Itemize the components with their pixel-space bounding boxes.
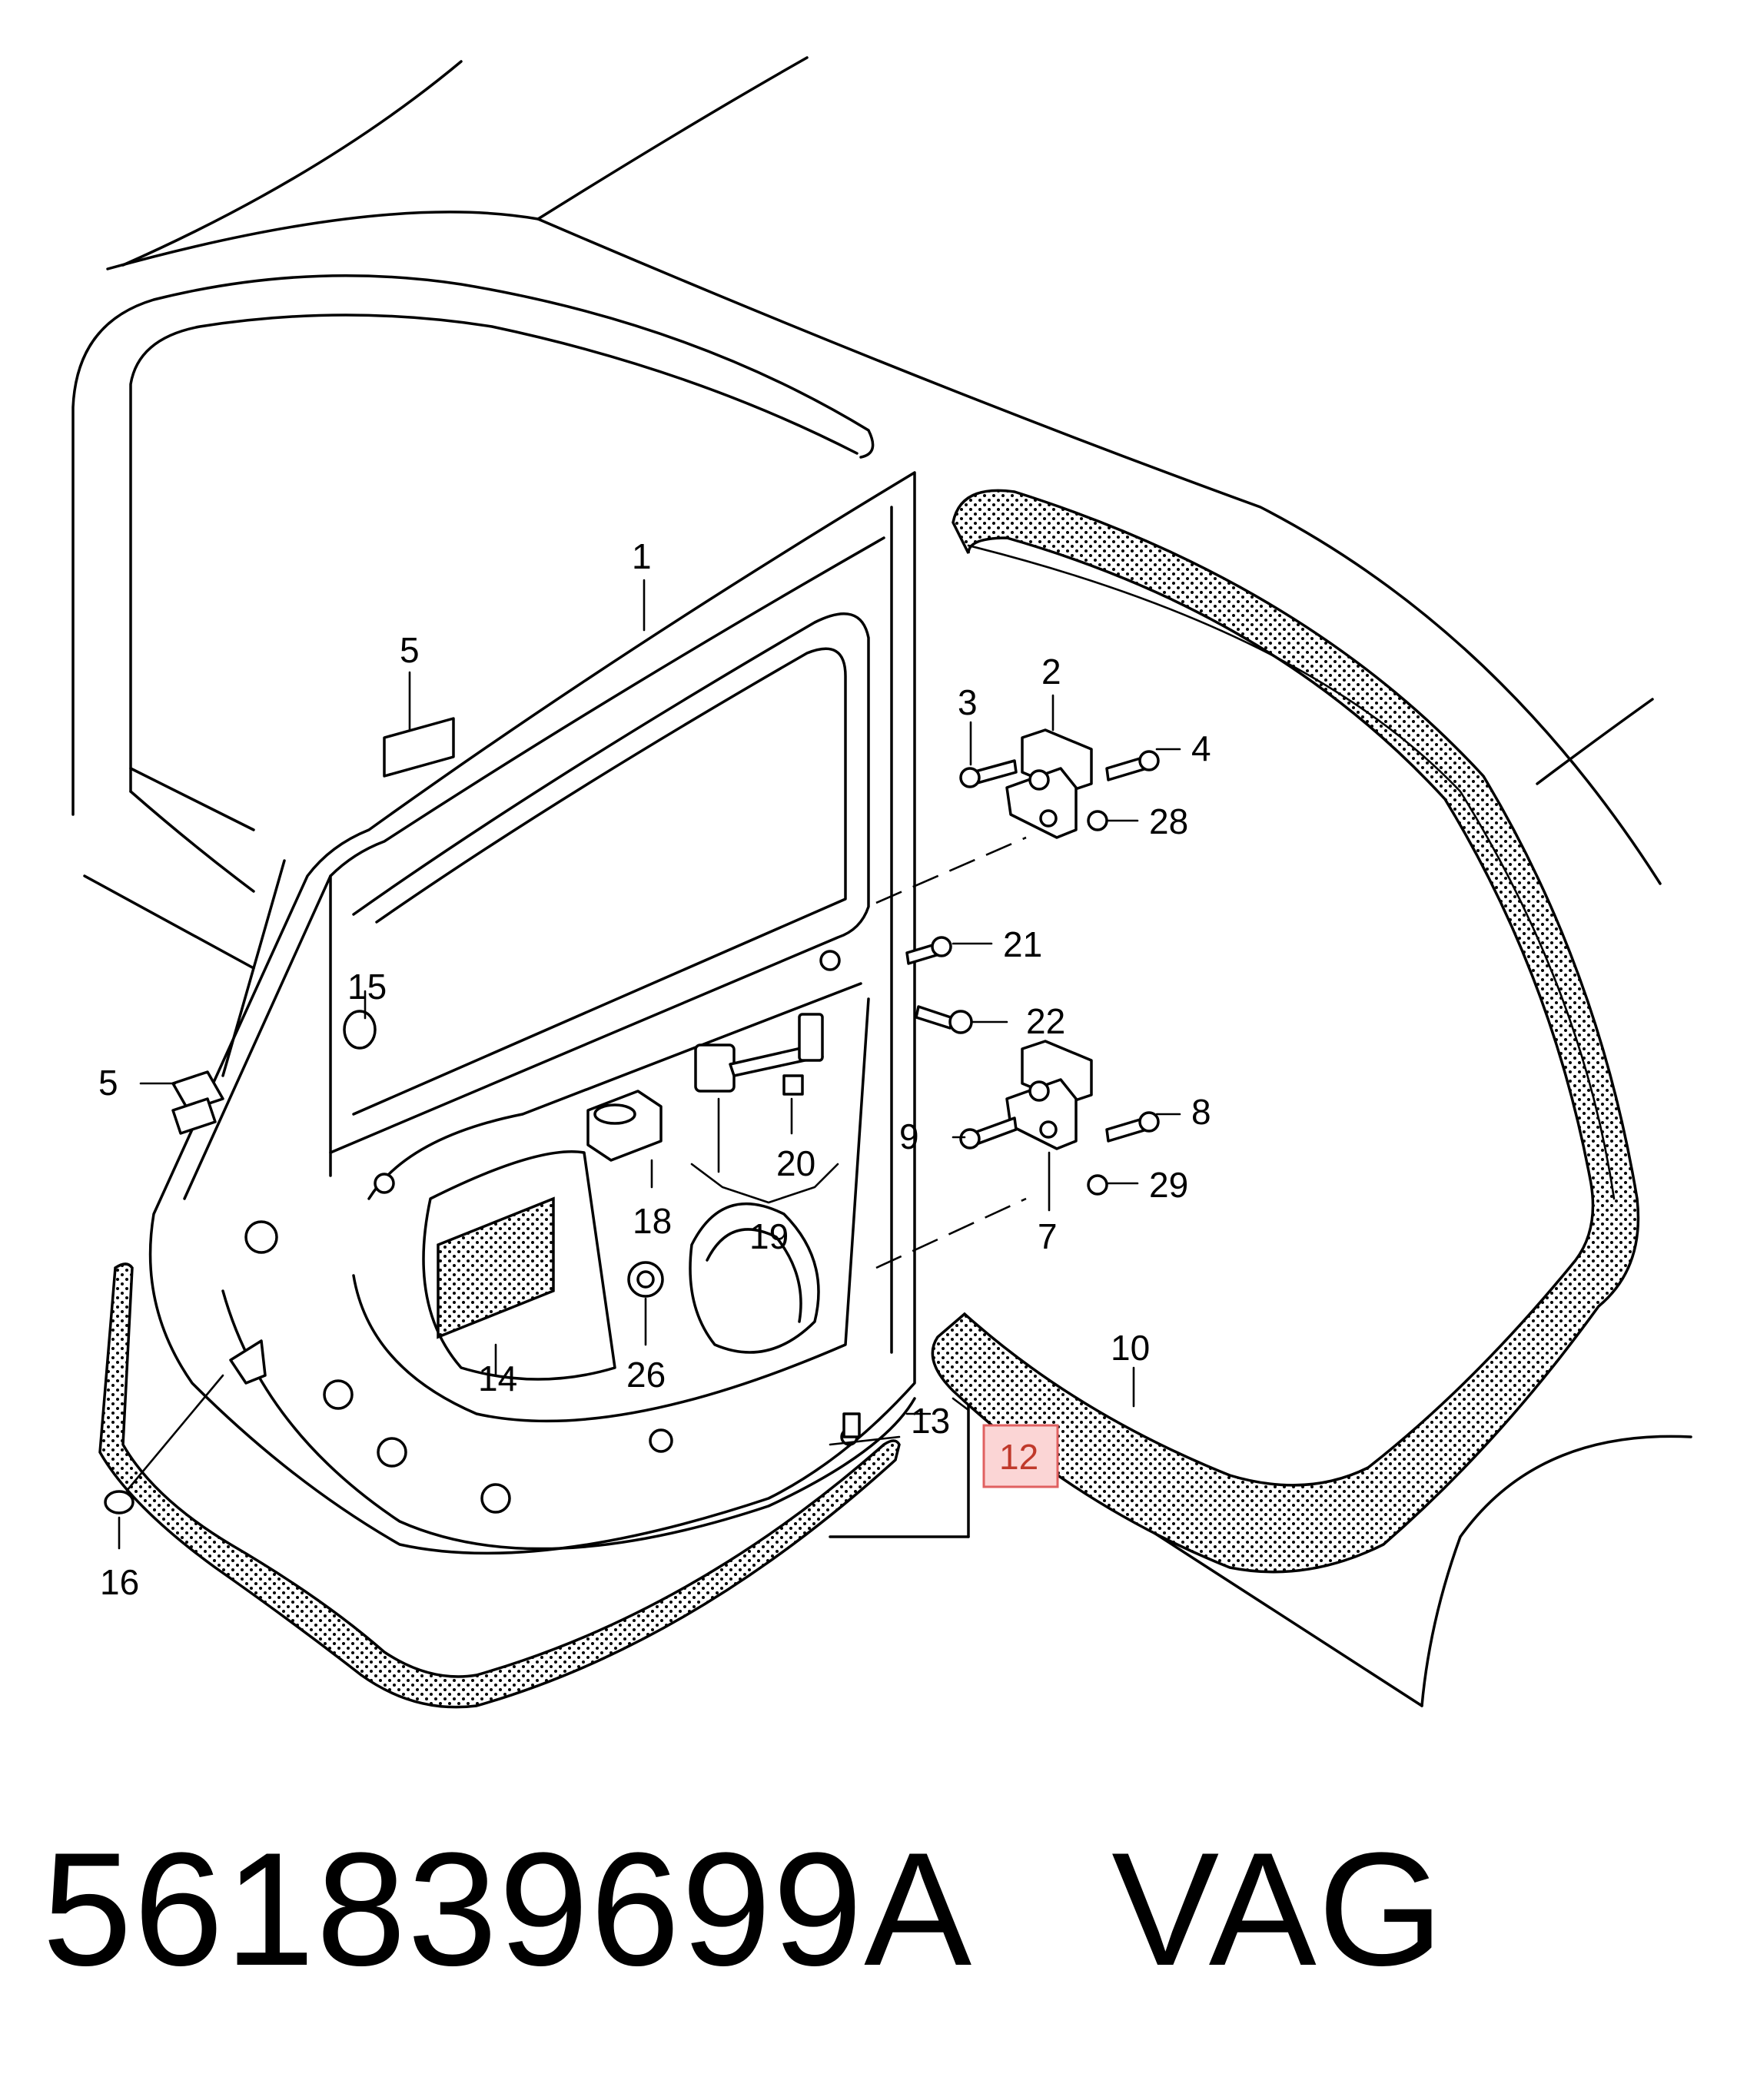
bolts: [840, 750, 1160, 1446]
callout-18: 18: [633, 1201, 672, 1241]
callout-15: 15: [347, 967, 387, 1007]
door-check-strap: [694, 1013, 824, 1096]
door-exploded-diagram: 1 2 3 4 5 5 7 8 9 10 12 13 14 15 16 18 1…: [71, 56, 1692, 1709]
callout-16: 16: [100, 1562, 139, 1602]
brand-name: VAG: [1111, 1819, 1446, 1999]
sound-absorber-pad: [437, 1196, 555, 1339]
callout-22: 22: [1026, 1001, 1065, 1041]
part-footer: 561839699A VAG: [42, 1821, 1445, 1998]
plug-15: [343, 1010, 377, 1050]
clip-16: [104, 1339, 267, 1514]
callout-10: 10: [1111, 1328, 1150, 1368]
door-shell: [148, 471, 916, 1555]
door-opening-seal: [931, 489, 1640, 1574]
callout-8: 8: [1191, 1092, 1211, 1132]
callout-3: 3: [958, 682, 978, 722]
callout-13: 13: [911, 1401, 950, 1441]
callout-12-highlight: [982, 1424, 1059, 1488]
upper-hinge: [1005, 728, 1093, 839]
sill-seal: [98, 1262, 901, 1709]
callout-7: 7: [1038, 1216, 1058, 1256]
callout-21: 21: [1003, 924, 1042, 964]
callout-2: 2: [1041, 652, 1061, 692]
callout-12: 12: [999, 1437, 1038, 1477]
callout-19: 19: [749, 1216, 789, 1256]
callout-5-lower: 5: [98, 1063, 118, 1103]
callout-28: 28: [1149, 801, 1188, 841]
callout-1: 1: [632, 536, 652, 576]
lower-hinge: [1005, 1040, 1093, 1150]
alignment-lines: [875, 836, 1027, 1269]
quarter-window: [71, 274, 875, 893]
door-contact-switch: [586, 1090, 663, 1162]
callout-14: 14: [478, 1359, 517, 1398]
adhesive-tape-lower: [171, 1070, 224, 1135]
callout-labels: 1 2 3 4 5 5 7 8 9 10 12 13 14 15 16 18 1…: [98, 536, 1211, 1602]
callout-20: 20: [776, 1143, 815, 1183]
leader-lines: [118, 579, 1181, 1550]
callout-5-upper: 5: [400, 630, 420, 670]
callout-9: 9: [899, 1116, 919, 1156]
part-number: 561839699A: [42, 1819, 974, 1999]
adhesive-tape-upper: [383, 717, 455, 778]
grommet: [627, 1261, 664, 1298]
callout-26: 26: [626, 1355, 666, 1395]
callout-29: 29: [1149, 1165, 1188, 1205]
callout-4: 4: [1191, 728, 1211, 768]
